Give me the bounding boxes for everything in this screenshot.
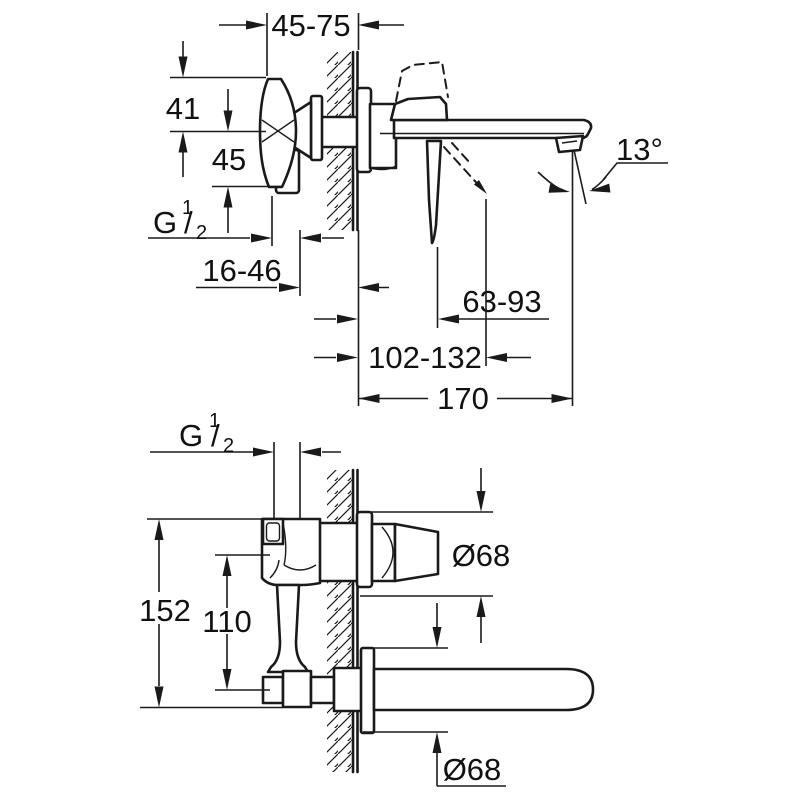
dim-102-132-label: 102-132 <box>368 340 482 375</box>
thread-front-num: 1 <box>209 410 220 432</box>
thread-front-g: G <box>179 418 203 453</box>
dim-16-46-label: 16-46 <box>202 253 281 288</box>
aerator-slot <box>561 140 578 144</box>
spout-front <box>372 667 595 712</box>
dim-dia68-bottom: Ø68 <box>363 603 506 787</box>
dim-projection-label: 45-75 <box>271 8 350 43</box>
dim-41: 41 <box>166 41 266 177</box>
dim-16-46: 16-46 <box>196 253 389 292</box>
handle-hub <box>370 522 397 583</box>
angle-arc-arrow-right <box>588 183 611 196</box>
pipe-through-wall <box>332 666 364 713</box>
aerator <box>554 134 585 154</box>
dim-projection: 45-75 <box>219 8 404 76</box>
thread-label-g: G <box>153 205 177 240</box>
dim-170-label: 170 <box>437 381 489 416</box>
dim-102-132: 102-132 <box>314 199 531 375</box>
front-view: G 1 / 2 152 110 Ø68 <box>139 410 595 787</box>
handle-lens-facets <box>261 119 295 143</box>
angle-arc-arrow-left <box>548 183 571 197</box>
stream-angle-line <box>573 149 587 205</box>
mounting-flange <box>309 94 324 162</box>
lever-raised-dashed <box>395 60 449 102</box>
escutcheon-front <box>355 510 374 589</box>
dim-152: 152 <box>139 518 283 709</box>
spout <box>392 118 593 140</box>
handle-cone <box>393 522 440 583</box>
dim-dia68-bottom-label: Ø68 <box>443 752 502 787</box>
lever-closed <box>389 95 449 122</box>
thread-label-den: 2 <box>196 222 207 244</box>
lever-swing-arrow <box>473 180 490 197</box>
body-strut <box>266 583 310 674</box>
dim-110-label: 110 <box>202 604 251 639</box>
dim-thread-side: G 1 / 2 <box>148 196 344 296</box>
dim-thread-front: G 1 / 2 <box>150 410 341 518</box>
thread-front-slash: / <box>211 418 220 453</box>
lever-down-blade <box>425 139 443 245</box>
dim-45-label: 45 <box>212 142 246 177</box>
wall-hatch-front <box>327 470 353 772</box>
stream-angle-label: 13° <box>616 132 663 167</box>
dim-dia68-top-label: Ø68 <box>452 538 511 573</box>
outlet-pipe-stub <box>309 675 336 705</box>
housing-bottom-curve <box>369 165 397 171</box>
side-view: 13° 45-75 41 45 <box>148 8 668 416</box>
outlet-nut-large <box>281 669 313 709</box>
dim-45: 45 <box>212 89 282 233</box>
thread-label-num: 1 <box>182 197 193 219</box>
dim-41-label: 41 <box>166 91 200 126</box>
thread-front-den: 2 <box>223 435 234 457</box>
handle-dome-arc <box>381 526 394 579</box>
dim-63-93: 63-93 <box>314 247 549 328</box>
dim-110: 110 <box>202 554 270 691</box>
dim-170: 170 <box>358 381 573 416</box>
dim-63-93-label: 63-93 <box>462 284 541 319</box>
thread-label-slash: / <box>184 205 193 240</box>
angle-leader-line <box>602 162 668 181</box>
spout-flange <box>359 646 376 735</box>
dim-152-label: 152 <box>139 593 191 628</box>
supply-nipple-inner <box>265 522 281 542</box>
dim-dia68-top: Ø68 <box>360 468 510 643</box>
lever-swing-dash-2 <box>451 142 471 164</box>
supply-nipple <box>261 517 285 546</box>
